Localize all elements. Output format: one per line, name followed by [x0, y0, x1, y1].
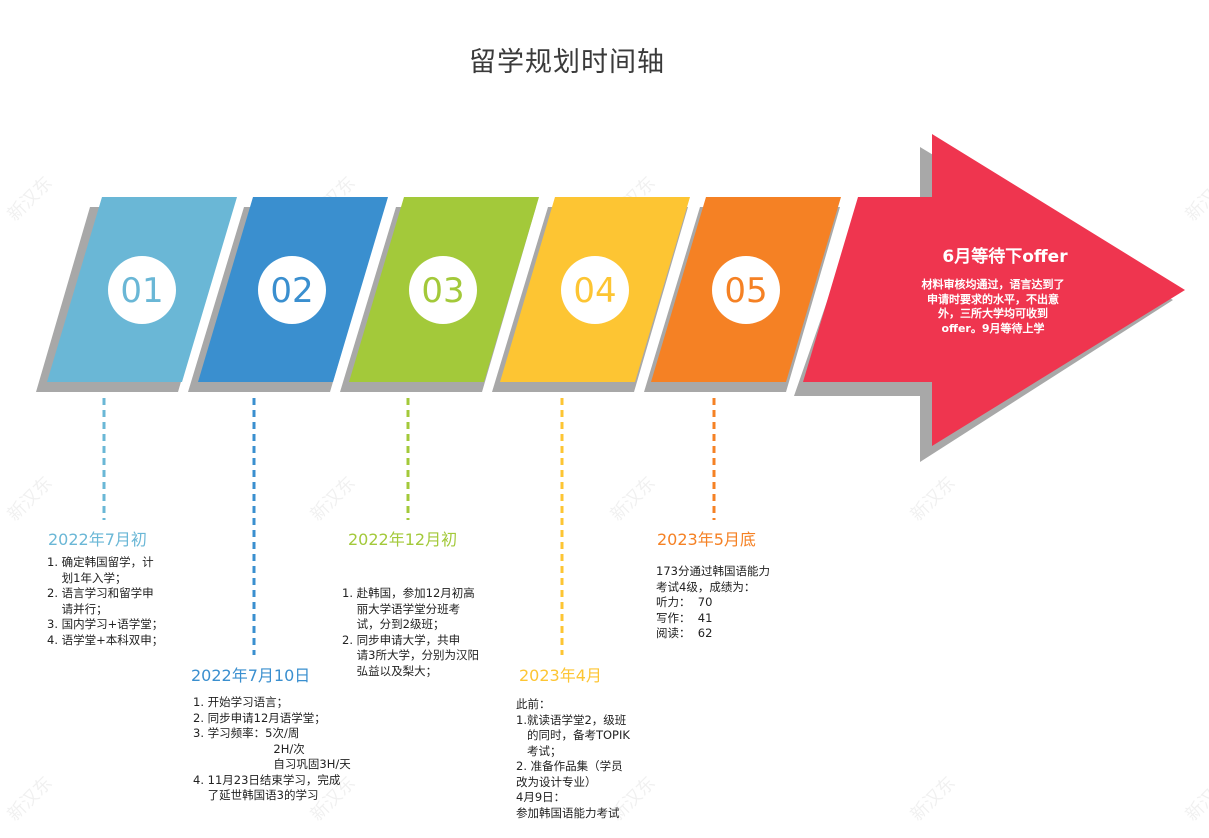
step-4-desc: 此前： 1.就读语学堂2，级班 的同时，备考TOPIK 考试； 2. 准备作品集… — [516, 697, 630, 820]
step-1-date: 2022年7月初 — [48, 530, 147, 549]
step-1-number: 01 — [120, 271, 163, 311]
step-2-circle — [258, 256, 326, 324]
step-5-circle — [712, 256, 780, 324]
step-3-desc: 1. 赴韩国，参加12月初高 丽大学语学堂分班考 试，分到2级班； 2. 同步申… — [342, 586, 479, 678]
step-1-circle — [108, 256, 176, 324]
step-1-desc: 1. 确定韩国留学，计 划1年入学； 2. 语言学习和留学申 请并行； 3. 国… — [47, 555, 164, 647]
step-3-circle — [409, 256, 477, 324]
step-4-circle — [561, 256, 629, 324]
step-3-number: 03 — [421, 271, 464, 311]
step-5-desc: 173分通过韩国语能力 考试4级，成绩为： 听力： 70 写作： 41 阅读： … — [656, 564, 770, 640]
step-2-number: 02 — [270, 271, 313, 311]
step-4-date: 2023年4月 — [519, 666, 602, 685]
step-2-desc: 1. 开始学习语言； 2. 同步申请12月语学堂； 3. 学习频率：5次/周 2… — [193, 695, 351, 802]
step-3-date: 2022年12月初 — [348, 530, 458, 549]
step-5-date: 2023年5月底 — [657, 530, 756, 549]
step-2-date: 2022年7月10日 — [191, 666, 311, 685]
final-arrow — [803, 134, 1185, 446]
step-4-number: 04 — [573, 271, 616, 311]
page-title: 留学规划时间轴 — [469, 47, 665, 78]
final-title: 6月等待下offer — [942, 247, 1068, 267]
final-text: 材料审核均通过，语言达到了申请时要求的水平，不出意外，三所大学均可收到offer… — [921, 278, 1065, 335]
step-5-number: 05 — [724, 271, 767, 311]
